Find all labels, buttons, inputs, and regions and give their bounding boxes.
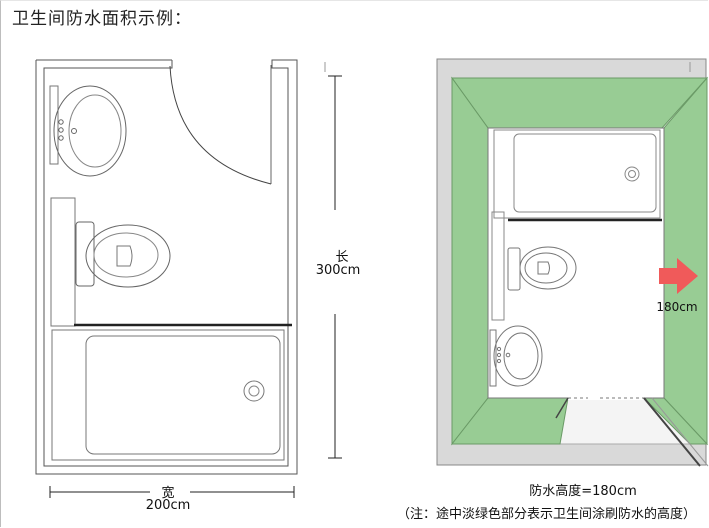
left-floor-plan	[35, 59, 342, 498]
width-label: 宽	[161, 486, 175, 501]
bathtub-fixture	[51, 329, 285, 461]
waterproof-note: （注：途中淡绿色部分表示卫生间涂刷防水的高度）	[397, 507, 697, 522]
waterproof-height-caption: 防水高度=180cm	[529, 484, 637, 499]
waterproof-right	[663, 76, 708, 446]
waterproof-top	[451, 77, 709, 129]
partition-column	[50, 197, 76, 327]
right-partition	[491, 211, 505, 321]
door-swing-arc	[169, 65, 272, 185]
right-bathtub-fixture	[493, 129, 661, 219]
height-arrow-icon	[659, 258, 698, 294]
width-value: 200cm	[145, 498, 191, 513]
right-floor-plan	[436, 58, 709, 467]
toilet-fixture	[75, 221, 171, 288]
height-marker-label: 180cm	[656, 300, 698, 314]
width-dimension	[49, 486, 295, 498]
length-dimension	[324, 62, 342, 459]
waterproof-left	[451, 76, 489, 446]
right-sink-fixture	[489, 325, 543, 387]
right-toilet-fixture	[507, 246, 577, 291]
length-label: 长	[335, 250, 349, 265]
length-value: 300cm	[315, 263, 361, 278]
floor-area	[487, 127, 665, 399]
outer-walls	[35, 59, 298, 475]
sink-fixture	[49, 85, 127, 177]
page-title: 卫生间防水面积示例：	[12, 9, 192, 29]
right-door-leaf	[643, 397, 701, 467]
